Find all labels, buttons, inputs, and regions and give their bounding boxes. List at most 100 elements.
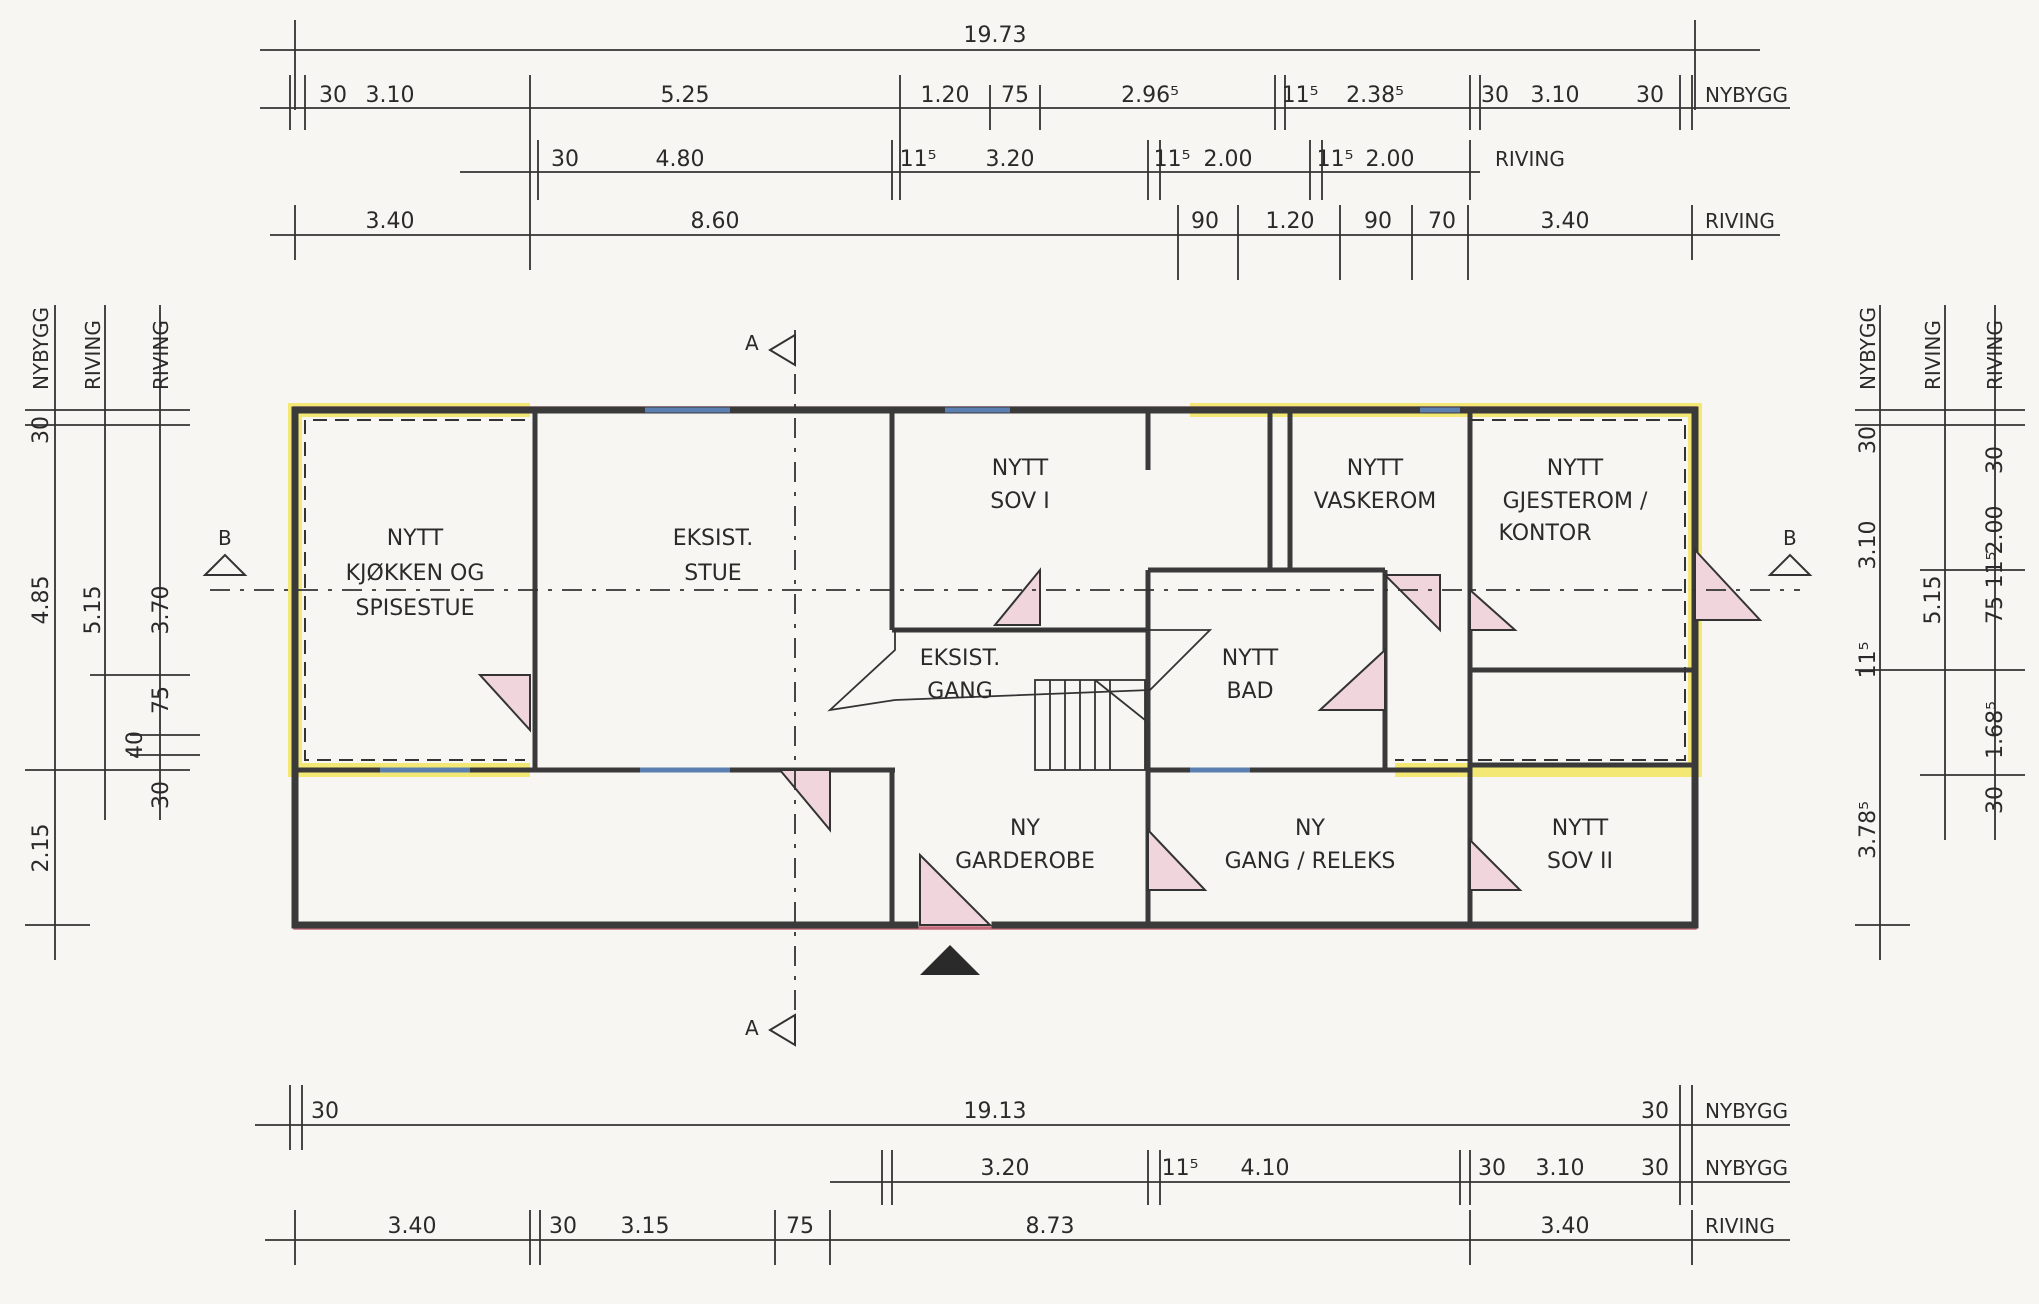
top-r2-v3: 11⁵ [900, 147, 937, 172]
right-dimensions: NYBYGG RIVING RIVING 30 3.10 30 2.00 11⁵… [1855, 305, 2025, 960]
room-sov1-l1: NYTT [992, 456, 1049, 481]
right-v4: 2.00 [1983, 506, 2008, 555]
top-r2-tag: RIVING [1495, 147, 1565, 171]
doors [477, 547, 1763, 926]
left-tag-3: RIVING [149, 320, 173, 390]
top-r3-v3: 90 [1191, 209, 1219, 234]
left-tag-1: NYBYGG [29, 307, 53, 390]
room-kitchen-l1: NYTT [387, 526, 444, 551]
room-relax-l1: NY [1295, 816, 1325, 841]
section-a-bottom: A [745, 1016, 759, 1040]
room-bad-l2: BAD [1226, 679, 1273, 704]
bottom-r3-v2: 30 [549, 1214, 577, 1239]
left-v2: 4.85 [29, 576, 54, 625]
top-r1-v6: 2.96⁵ [1121, 83, 1179, 108]
room-vask-l1: NYTT [1347, 456, 1404, 481]
building [210, 330, 1800, 1010]
windows [380, 407, 1460, 773]
top-r1-v11: 30 [1636, 83, 1664, 108]
right-tag-2: RIVING [1921, 320, 1945, 390]
room-sov2-l2: SOV II [1547, 849, 1613, 874]
left-v8: 2.15 [29, 824, 54, 873]
right-v5: 11⁵ [1983, 552, 2008, 589]
right-v1: 30 [1856, 426, 1881, 454]
bottom-r1-v2: 19.13 [964, 1099, 1027, 1124]
bottom-r2-v6: 30 [1641, 1156, 1669, 1181]
room-gang-l2: GANG [927, 679, 993, 704]
top-r2-v6: 2.00 [1204, 147, 1253, 172]
room-bad-l1: NYTT [1222, 646, 1279, 671]
room-kitchen-l2: KJØKKEN OG [346, 561, 485, 586]
room-gang-l1: EKSIST. [920, 646, 1001, 671]
section-a-top: A [745, 331, 759, 355]
section-markers: A A B B [202, 331, 1813, 1047]
left-dimensions: NYBYGG RIVING RIVING 30 4.85 5.15 3.70 7… [25, 305, 200, 960]
bottom-r3-v5: 8.73 [1026, 1214, 1075, 1239]
room-gjest-l3: KONTOR [1498, 521, 1591, 546]
bottom-r3-v6: 3.40 [1541, 1214, 1590, 1239]
top-r2-v1: 30 [551, 147, 579, 172]
hall-outline [827, 629, 1213, 712]
room-sov2-l1: NYTT [1552, 816, 1609, 841]
right-v8: 11⁵ [1856, 642, 1881, 679]
bottom-r2-v4: 30 [1478, 1156, 1506, 1181]
top-r2-v7: 11⁵ [1317, 147, 1354, 172]
bottom-r2-v1: 3.20 [981, 1156, 1030, 1181]
left-v5: 75 [149, 686, 174, 714]
bottom-r2-v2: 11⁵ [1162, 1156, 1199, 1181]
top-r1-v1: 30 [319, 83, 347, 108]
top-r2-v2: 4.80 [656, 147, 705, 172]
room-stue-l1: EKSIST. [673, 526, 754, 551]
top-r1-tag: NYBYGG [1705, 83, 1788, 107]
bottom-dimensions: 30 19.13 30 NYBYGG 3.20 11⁵ 4.10 30 3.10… [255, 1085, 1790, 1265]
right-v2: 3.10 [1856, 521, 1881, 570]
left-v4: 3.70 [149, 586, 174, 635]
bottom-r2-v3: 4.10 [1241, 1156, 1290, 1181]
top-r3-v4: 1.20 [1266, 209, 1315, 234]
top-r3-v6: 70 [1428, 209, 1456, 234]
top-r3-v2: 8.60 [691, 209, 740, 234]
room-relax-l2: GANG / RELEKS [1225, 849, 1396, 874]
section-b-left: B [218, 526, 232, 550]
stairs [1034, 679, 1146, 771]
room-garderobe-l1: NY [1010, 816, 1040, 841]
left-v7: 30 [149, 781, 174, 809]
bottom-r3-v4: 75 [786, 1214, 814, 1239]
bottom-r1-tag: NYBYGG [1705, 1099, 1788, 1123]
bottom-r3-v1: 3.40 [388, 1214, 437, 1239]
entrance-marker [920, 945, 980, 975]
left-v1: 30 [29, 416, 54, 444]
top-r1-v4: 1.20 [921, 83, 970, 108]
room-sov1-l2: SOV I [990, 489, 1049, 514]
top-r1-v7: 11⁵ [1282, 83, 1319, 108]
bottom-r2-tag: NYBYGG [1705, 1156, 1788, 1180]
new-wall-dashes-west [304, 419, 525, 761]
outer-wall-sw [291, 406, 919, 929]
bottom-r3-v3: 3.15 [621, 1214, 670, 1239]
right-tag-1: NYBYGG [1856, 307, 1880, 390]
left-v6: 40 [123, 731, 148, 759]
right-v6: 5.15 [1921, 576, 1946, 625]
top-r1-v9: 30 [1481, 83, 1509, 108]
room-kitchen-l3: SPISESTUE [356, 596, 475, 621]
right-v7: 75 [1983, 596, 2008, 624]
right-tag-3: RIVING [1983, 320, 2007, 390]
left-tag-2: RIVING [81, 320, 105, 390]
bottom-r3-tag: RIVING [1705, 1214, 1775, 1238]
room-gjest-l2: GJESTEROM / [1503, 489, 1648, 514]
top-r1-v8: 2.38⁵ [1346, 83, 1404, 108]
bottom-r1-v3: 30 [1641, 1099, 1669, 1124]
room-labels: NYTT KJØKKEN OG SPISESTUE EKSIST. STUE N… [346, 456, 1648, 874]
top-r1-v10: 3.10 [1531, 83, 1580, 108]
section-b-right: B [1783, 526, 1797, 550]
room-stue-l2: STUE [684, 561, 741, 586]
top-overall: 19.73 [964, 23, 1027, 48]
right-v11: 30 [1983, 786, 2008, 814]
right-v9: 1.68⁵ [1983, 701, 2008, 759]
top-r2-v8: 2.00 [1366, 147, 1415, 172]
new-wall-dashes-east [1395, 419, 1686, 761]
top-r1-v2: 3.10 [366, 83, 415, 108]
top-r2-v4: 3.20 [986, 147, 1035, 172]
bottom-r1-v1: 30 [311, 1099, 339, 1124]
